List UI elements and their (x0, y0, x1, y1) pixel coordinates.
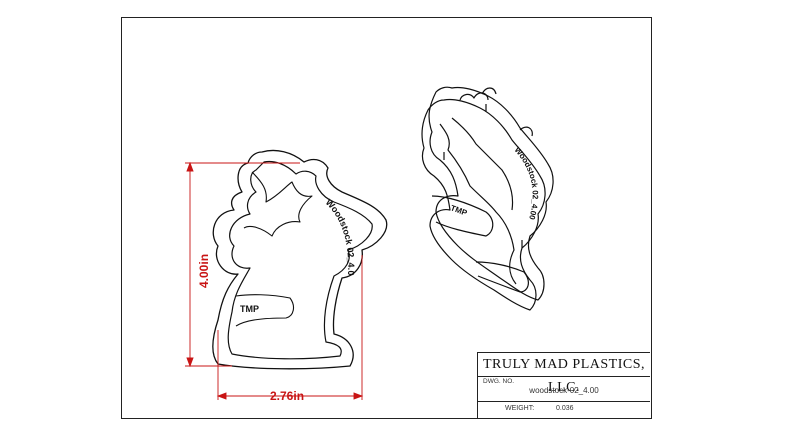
title-block: TRULY MAD PLASTICS, LLC. DWG. NO. woodst… (477, 352, 650, 418)
weight-cell: WEIGHT: 0.036 (478, 401, 650, 418)
drawing-number-value: woodstock-02_4.00 (529, 386, 599, 395)
height-dimension-label: 4.00in (197, 254, 211, 288)
width-dimension-label: 2.76in (270, 389, 304, 403)
cutter-head-detail (243, 171, 313, 237)
isometric-view (421, 86, 554, 311)
cutter-outer-outline (212, 149, 388, 370)
front-part-name-label: Woodstock 02_4.00 (0, 0, 356, 276)
drawing-border (121, 17, 652, 419)
drawing-number-label: DWG. NO. (483, 378, 515, 385)
iso-part-mark-label: TMP (449, 203, 469, 217)
company-name: TRULY MAD PLASTICS, LLC. (478, 353, 650, 395)
height-dimension (185, 161, 300, 368)
cutter-tail-detail (235, 294, 295, 327)
weight-value: 0.036 (556, 405, 574, 412)
front-part-mark-label: TMP (240, 304, 259, 314)
width-dimension (216, 255, 364, 400)
weight-label: WEIGHT: (505, 405, 535, 412)
drawing-number-cell: DWG. NO. woodstock-02_4.00 (478, 376, 650, 402)
cutter-inner-outline (227, 160, 373, 360)
